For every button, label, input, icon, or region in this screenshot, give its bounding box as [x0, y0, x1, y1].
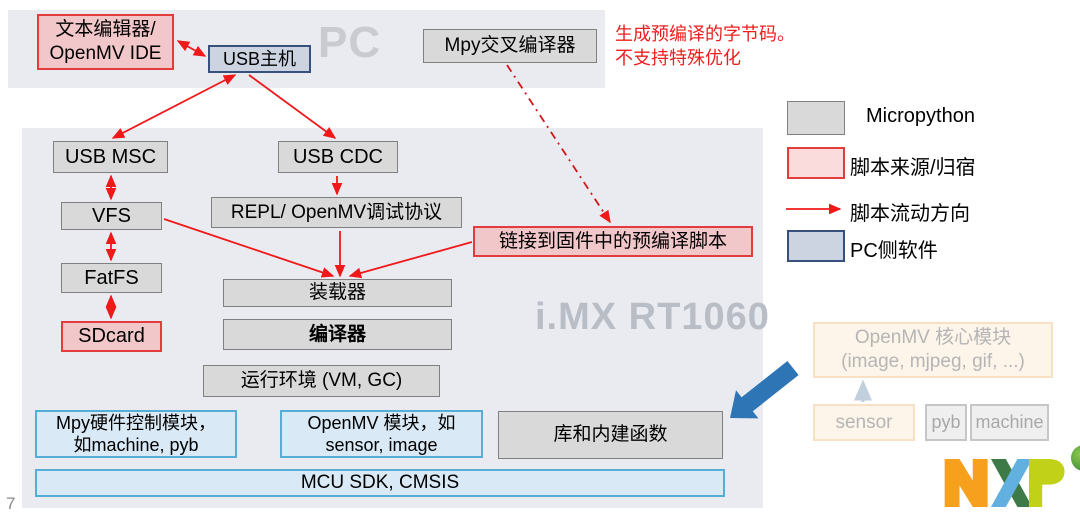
mpy-hardware-modules-line1: Mpy硬件控制模块，	[55, 412, 216, 433]
vfs-label: VFS	[92, 204, 131, 227]
compiler-label: 编译器	[308, 323, 366, 345]
mpy-cross-compiler-label: Mpy交叉编译器	[444, 35, 576, 57]
openmv-modules-line1: OpenMV 模块，如	[307, 412, 456, 433]
compiler-box: 编译器	[223, 319, 452, 350]
loader-box: 装载器	[223, 279, 452, 307]
annotation-note: 生成预编译的字节码。 不支持特殊优化	[615, 22, 795, 71]
libs-builtins-box: 库和内建函数	[498, 411, 723, 459]
annotation-line2: 不支持特殊优化	[615, 48, 741, 69]
editor-box-line1: 文本编辑器/	[55, 19, 156, 41]
usb-msc-label: USB MSC	[64, 145, 157, 168]
mcu-sdk-cmsis-label: MCU SDK, CMSIS	[300, 472, 460, 494]
openmv-modules-box: OpenMV 模块，如 sensor, image	[280, 410, 483, 458]
nxp-letter-p	[1028, 459, 1065, 507]
legend-label-pc-software: PC侧软件	[850, 240, 938, 262]
green-sphere-icon	[1071, 445, 1080, 471]
vfs-box: VFS	[61, 202, 162, 230]
sensor-module-label: sensor	[835, 411, 893, 433]
usb-cdc-label: USB CDC	[292, 145, 383, 168]
soc-watermark: i.MX RT1060	[535, 296, 770, 338]
nxp-letter-n	[944, 459, 988, 507]
mcu-sdk-cmsis-bar: MCU SDK, CMSIS	[35, 469, 725, 497]
libs-builtins-label: 库和内建函数	[553, 424, 668, 446]
legend-label-micropython: Micropython	[866, 105, 975, 127]
fatfs-label: FatFS	[84, 266, 139, 289]
sdcard-box: SDcard	[61, 321, 162, 352]
usb-host-label: USB主机	[222, 48, 296, 69]
pyb-module-box: pyb	[925, 404, 967, 441]
usb-cdc-box: USB CDC	[278, 141, 398, 173]
mpy-hardware-modules-box: Mpy硬件控制模块， 如machine, pyb	[35, 410, 237, 458]
precompiled-script-box: 链接到固件中的预编译脚本	[473, 226, 753, 257]
precompiled-script-label: 链接到固件中的预编译脚本	[498, 230, 727, 252]
editor-box-line2: OpenMV IDE	[49, 43, 162, 64]
nxp-letter-x-blue	[990, 459, 1033, 507]
runtime-vm-gc-box: 运行环境 (VM, GC)	[203, 365, 440, 397]
pyb-module-label: pyb	[931, 412, 961, 433]
page-number: 7	[6, 494, 16, 513]
mpy-cross-compiler-box: Mpy交叉编译器	[423, 29, 597, 63]
machine-module-box: machine	[970, 404, 1049, 441]
sensor-module-box: sensor	[813, 404, 915, 441]
legend-swatch-micropython	[787, 101, 845, 135]
usb-msc-box: USB MSC	[53, 141, 168, 173]
openmv-modules-line2: sensor, image	[325, 435, 438, 455]
nxp-logo	[944, 459, 1065, 507]
runtime-vm-gc-label: 运行环境 (VM, GC)	[240, 370, 403, 392]
openmv-core-modules-box: OpenMV 核心模块 (image, mjpeg, gif, ...)	[813, 322, 1053, 378]
annotation-line1: 生成预编译的字节码。	[615, 24, 795, 44]
legend-label-script-flow: 脚本流动方向	[850, 203, 970, 225]
repl-debug-protocol-box: REPL/ OpenMV调试协议	[211, 197, 462, 228]
legend-swatch-pc-software	[787, 230, 845, 262]
legend-label-script-source: 脚本来源/归宿	[850, 157, 976, 179]
usb-host-box: USB主机	[208, 45, 311, 73]
pc-watermark: PC	[318, 18, 382, 67]
text-editor-openmv-ide-box: 文本编辑器/ OpenMV IDE	[37, 14, 174, 70]
repl-debug-protocol-label: REPL/ OpenMV调试协议	[230, 201, 443, 223]
loader-label: 装载器	[308, 282, 366, 304]
legend-swatch-script-source	[787, 147, 845, 179]
openmv-core-line1: OpenMV 核心模块	[854, 327, 1012, 349]
fatfs-box: FatFS	[61, 263, 162, 293]
mpy-hardware-modules-line2: 如machine, pyb	[73, 435, 199, 455]
sdcard-label: SDcard	[78, 325, 145, 347]
openmv-core-line2: (image, mjpeg, gif, ...)	[841, 351, 1025, 372]
machine-module-label: machine	[975, 412, 1044, 433]
